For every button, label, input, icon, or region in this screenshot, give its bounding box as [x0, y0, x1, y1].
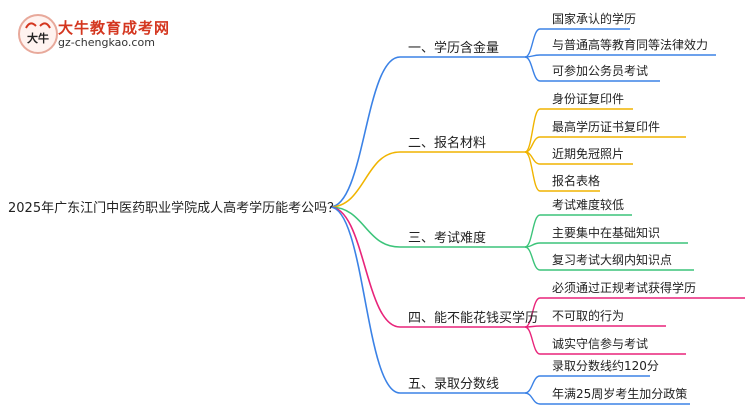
root-to-branch-line: [329, 206, 401, 248]
leaf-topic: 国家承认的学历: [552, 11, 636, 26]
logo-mark-text: 大牛: [27, 31, 49, 45]
branch-to-leaf-line: [524, 28, 541, 58]
branch-to-leaf-line: [524, 297, 541, 328]
root-to-branch-line: [329, 151, 401, 208]
leaf-topic: 必须通过正规考试获得学历: [552, 280, 696, 295]
branch-to-leaf-line: [524, 326, 541, 355]
branch-to-leaf-line: [524, 108, 541, 153]
root-to-branch-line: [329, 206, 401, 394]
leaf-topic: 录取分数线约120分: [552, 358, 659, 373]
root-to-branch-line: [329, 56, 401, 208]
branch-to-leaf-line: [524, 151, 541, 192]
logo-site-url: gz-chengkao.com: [58, 36, 155, 49]
root-topic: 2025年广东江门中医药职业学院成人高考学历能考公吗？: [8, 200, 340, 216]
logo-site-name: 大牛教育成考网: [58, 19, 171, 37]
branch-topic: 四、能不能花钱买学历: [408, 310, 538, 326]
leaf-topic: 近期免冠照片: [552, 146, 624, 161]
leaf-topic: 诚实守信参与考试: [552, 336, 648, 351]
leaf-topic: 可参加公务员考试: [552, 63, 648, 78]
leaf-topic: 报名表格: [552, 173, 600, 188]
leaf-topic: 不可取的行为: [552, 308, 624, 323]
connector-lines: [329, 28, 745, 405]
branch-topic: 五、录取分数线: [408, 377, 499, 392]
leaf-topic: 最高学历证书复印件: [552, 119, 660, 134]
leaf-topic: 与普通高等教育同等法律效力: [552, 37, 708, 52]
site-logo[interactable]: 大牛 大牛教育成考网 gz-chengkao.com: [18, 14, 218, 54]
leaf-topic: 主要集中在基础知识: [552, 225, 660, 240]
branch-topic: 三、考试难度: [408, 230, 486, 246]
root-to-branch-line: [329, 206, 401, 328]
branch-to-leaf-line: [524, 214, 541, 248]
branch-to-leaf-line: [524, 246, 541, 271]
branch-to-leaf-line: [524, 375, 541, 394]
branch-to-leaf-line: [524, 56, 541, 82]
leaf-topic: 身份证复印件: [552, 91, 624, 106]
branch-topic: 二、报名材料: [408, 135, 486, 151]
mind-map-nodes: 2025年广东江门中医药职业学院成人高考学历能考公吗？ 一、学历含金量 国家承认的学…: [8, 11, 708, 401]
bull-logo-icon: 大牛: [18, 14, 58, 54]
branch-to-leaf-line: [524, 392, 541, 405]
leaf-topic: 复习考试大纲内知识点: [552, 252, 672, 267]
branch-topic: 一、学历含金量: [408, 40, 499, 56]
leaf-topic: 考试难度较低: [552, 197, 624, 212]
leaf-topic: 年满25周岁考生加分政策: [552, 386, 687, 401]
